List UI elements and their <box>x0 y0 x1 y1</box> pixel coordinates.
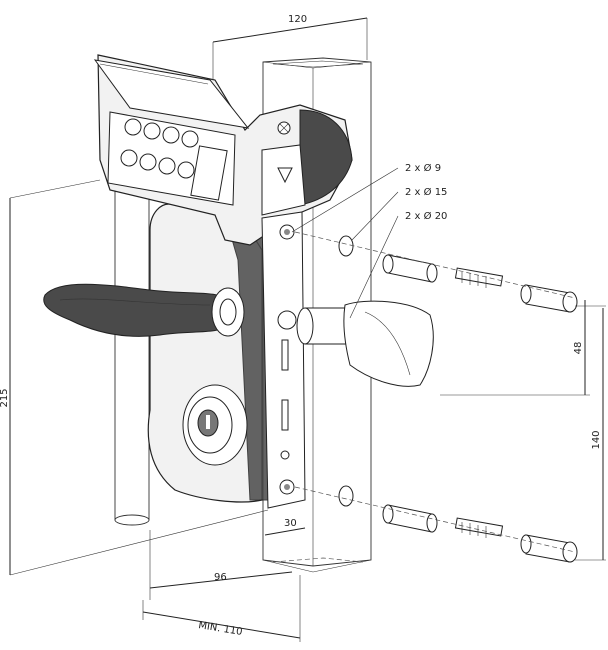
post-hole-top <box>338 235 354 257</box>
dim-backset: 96 <box>214 572 227 583</box>
bolt-icon <box>454 267 504 287</box>
bolt-icon <box>454 517 504 537</box>
dim-depth-profile: 30 <box>284 518 297 529</box>
dim-width-top: 120 <box>288 14 307 25</box>
dim-height-fixings: 140 <box>591 430 602 449</box>
dimension-lines <box>9 17 606 642</box>
annotation-hole-large: 2 x Ø 20 <box>405 210 447 222</box>
fixing-set-top <box>382 254 578 313</box>
thumb-turn[interactable] <box>296 300 434 387</box>
fixing-set-bottom <box>382 504 578 563</box>
dim-height-total: 215 <box>0 388 10 407</box>
annotation-hole-small: 2 x Ø 9 <box>405 162 441 174</box>
dim-height-handle: 48 <box>573 342 584 355</box>
lock-cylinder[interactable] <box>182 384 248 466</box>
dim-min-post: MIN. 110 <box>198 620 244 638</box>
annotation-hole-medium: 2 x Ø 15 <box>405 186 447 198</box>
lock-rod <box>114 159 150 526</box>
keypad-icon[interactable] <box>120 118 199 179</box>
post-hole-bottom <box>338 485 354 507</box>
faceplate <box>261 211 306 509</box>
warning-triangle-icon <box>277 167 293 184</box>
lever-handle[interactable] <box>43 283 245 337</box>
keypad-cover[interactable] <box>93 59 250 129</box>
keypad-housing <box>93 54 353 246</box>
